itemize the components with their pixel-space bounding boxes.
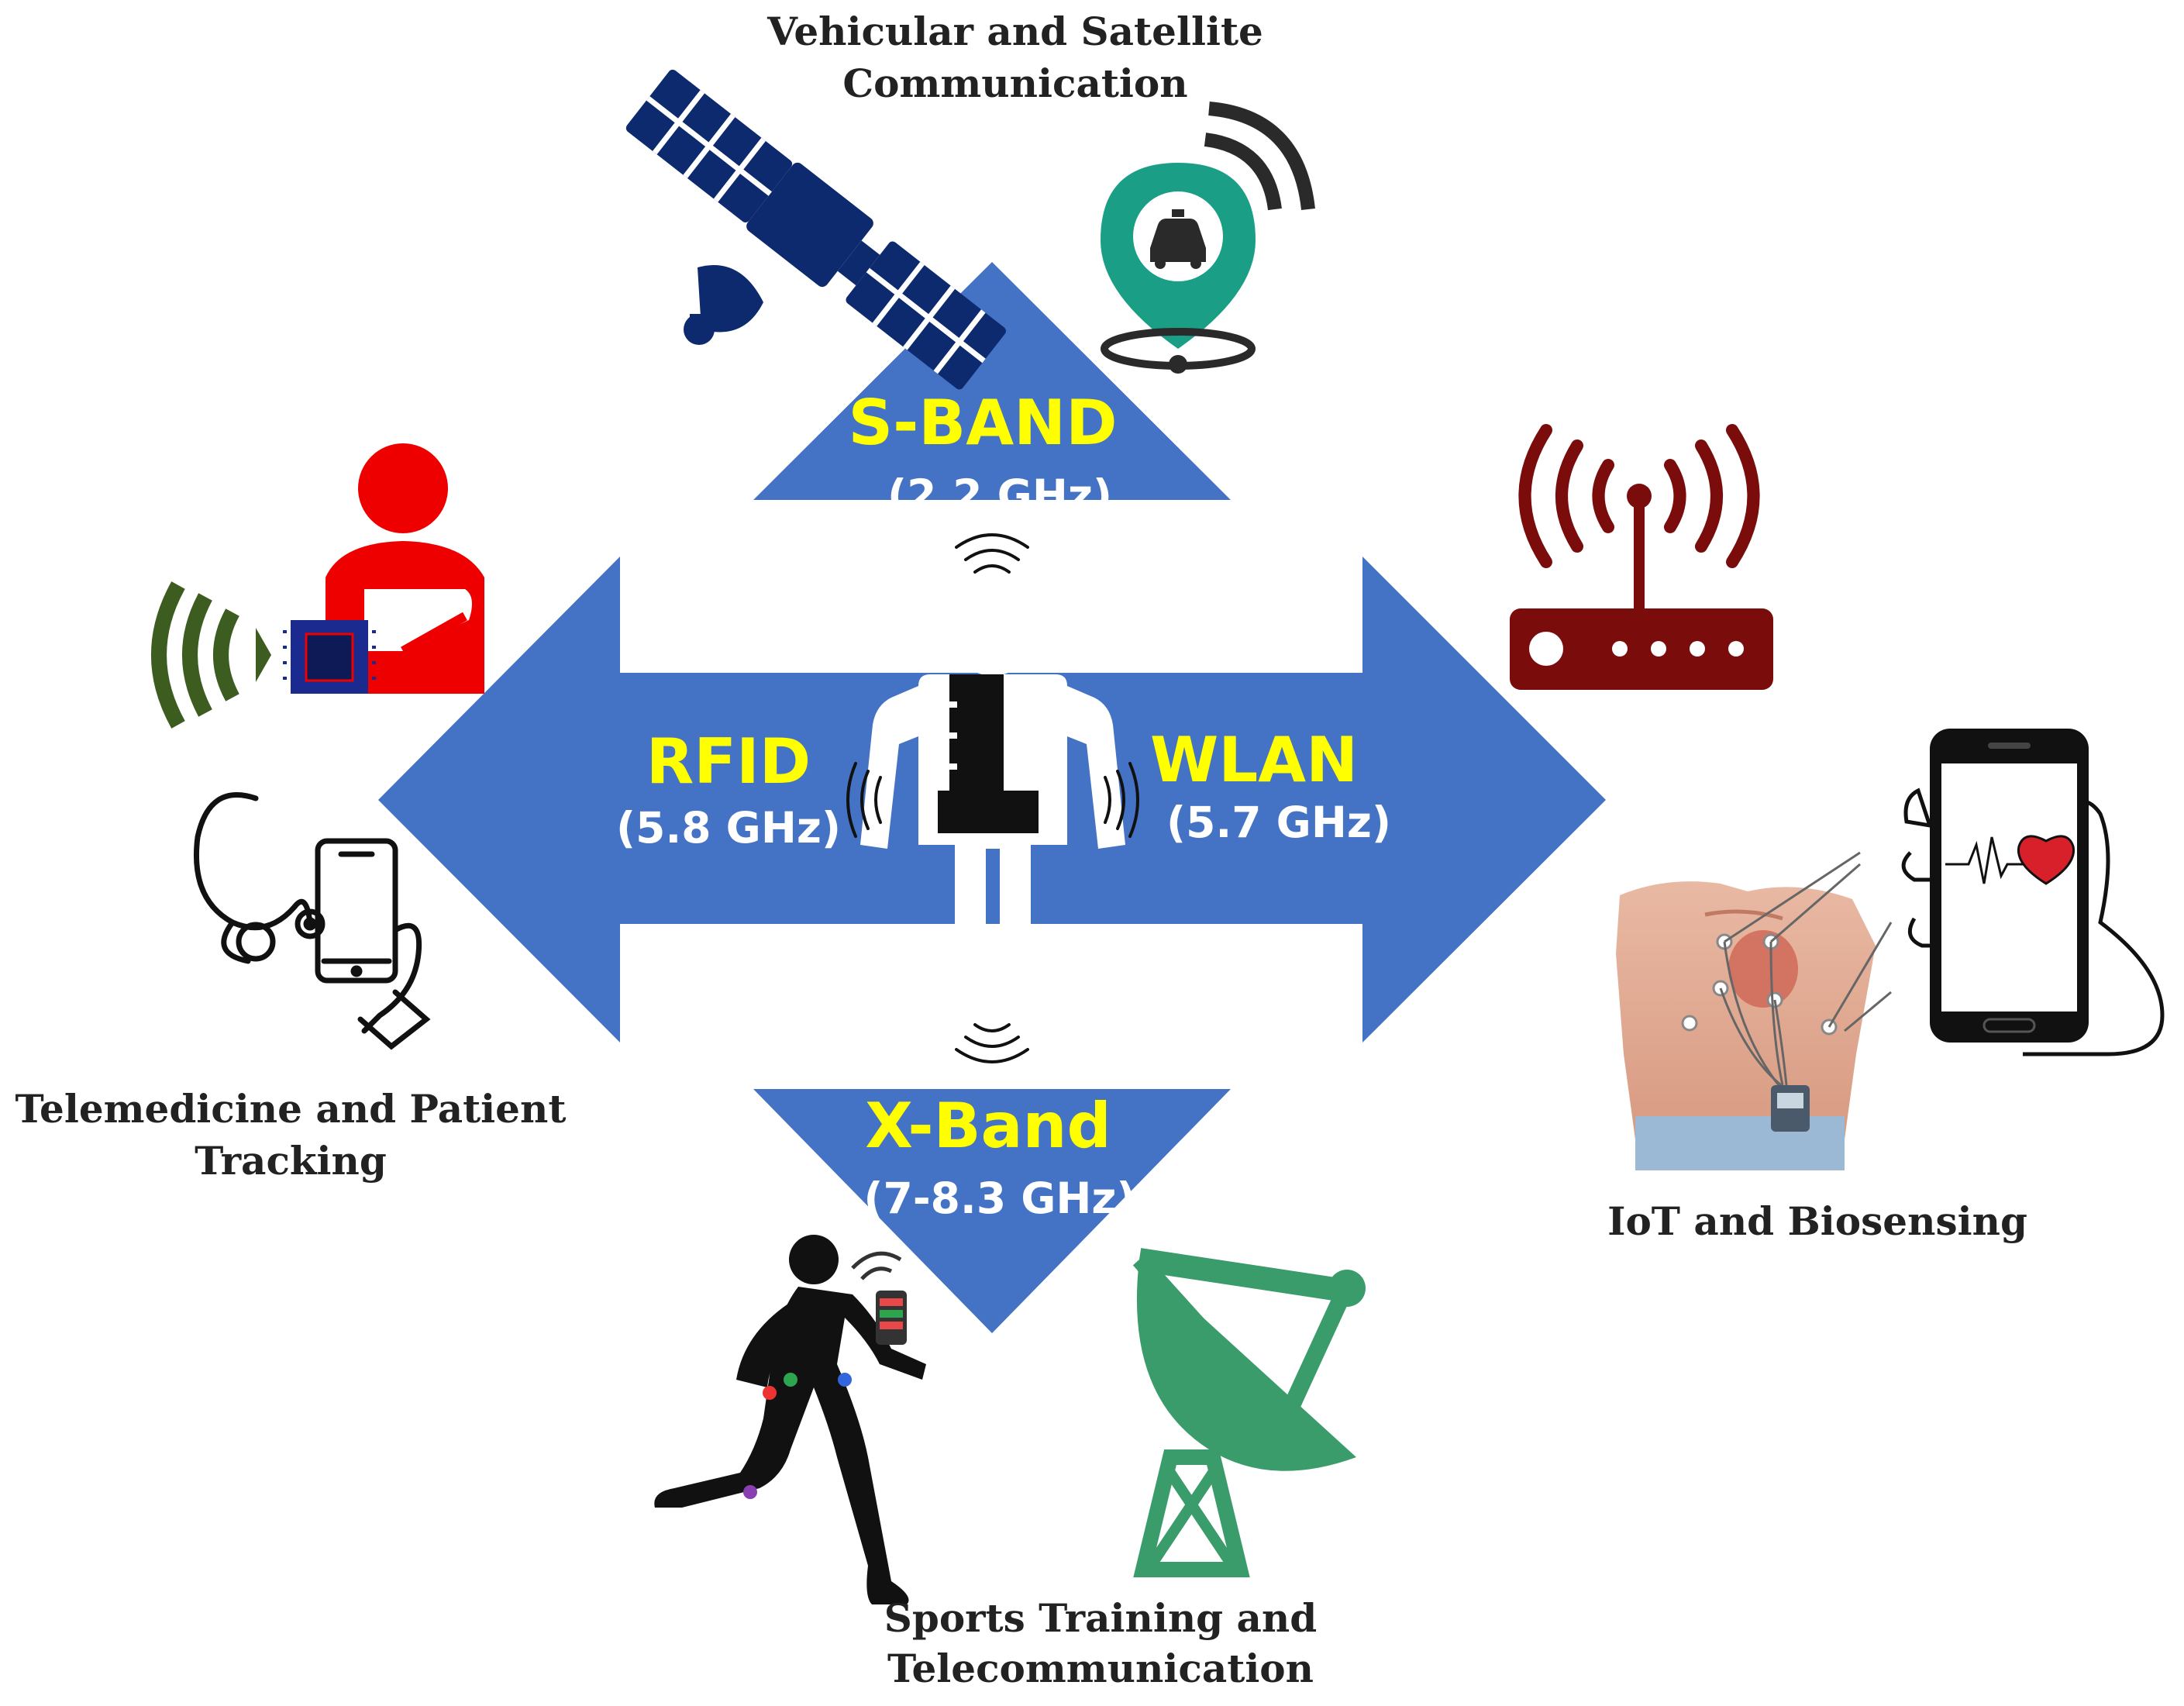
wlan-frequency: (5.7 GHz) <box>1166 798 1391 847</box>
vehicular-title-line1: Vehicular and Satellite <box>766 9 1263 54</box>
sports-title-line1: Sports Training and <box>884 1595 1318 1641</box>
textile-antenna-icon <box>938 674 1039 833</box>
wifi-router-icon <box>1510 424 1773 690</box>
telemedicine-title-line1: Telemedicine and Patient <box>16 1086 567 1132</box>
ecg-torso-icon <box>1616 851 1893 1170</box>
patient-sling-icon <box>283 443 484 694</box>
x-band-frequency: (7-8.3 GHz) <box>863 1174 1135 1223</box>
rfid-label: RFID <box>646 725 811 798</box>
iot-title: IoT and Biosensing <box>1607 1198 2027 1244</box>
runner-icon <box>654 1235 926 1604</box>
vehicular-title-line2: Communication <box>842 60 1187 106</box>
sports-title-line2: Telecommunication <box>887 1646 1314 1691</box>
vehicle-location-pin-icon <box>1101 102 1315 374</box>
rfid-frequency: (5.8 GHz) <box>616 803 841 853</box>
s-band-label: S-BAND <box>848 387 1117 459</box>
heart-rate-phone-icon <box>1901 729 2165 1056</box>
wireless-signal-icon <box>151 581 271 729</box>
stethoscope-phone-icon <box>193 792 431 1050</box>
telemedicine-title-line2: Tracking <box>195 1138 387 1184</box>
x-band-label: X-Band <box>865 1090 1111 1162</box>
satellite-dish-icon <box>1132 1248 1366 1577</box>
radiation-waves <box>846 533 1139 1063</box>
s-band-frequency: (2.2 GHz) <box>887 470 1112 520</box>
wlan-label: WLAN <box>1150 724 1358 796</box>
satellite-icon <box>625 69 1006 390</box>
